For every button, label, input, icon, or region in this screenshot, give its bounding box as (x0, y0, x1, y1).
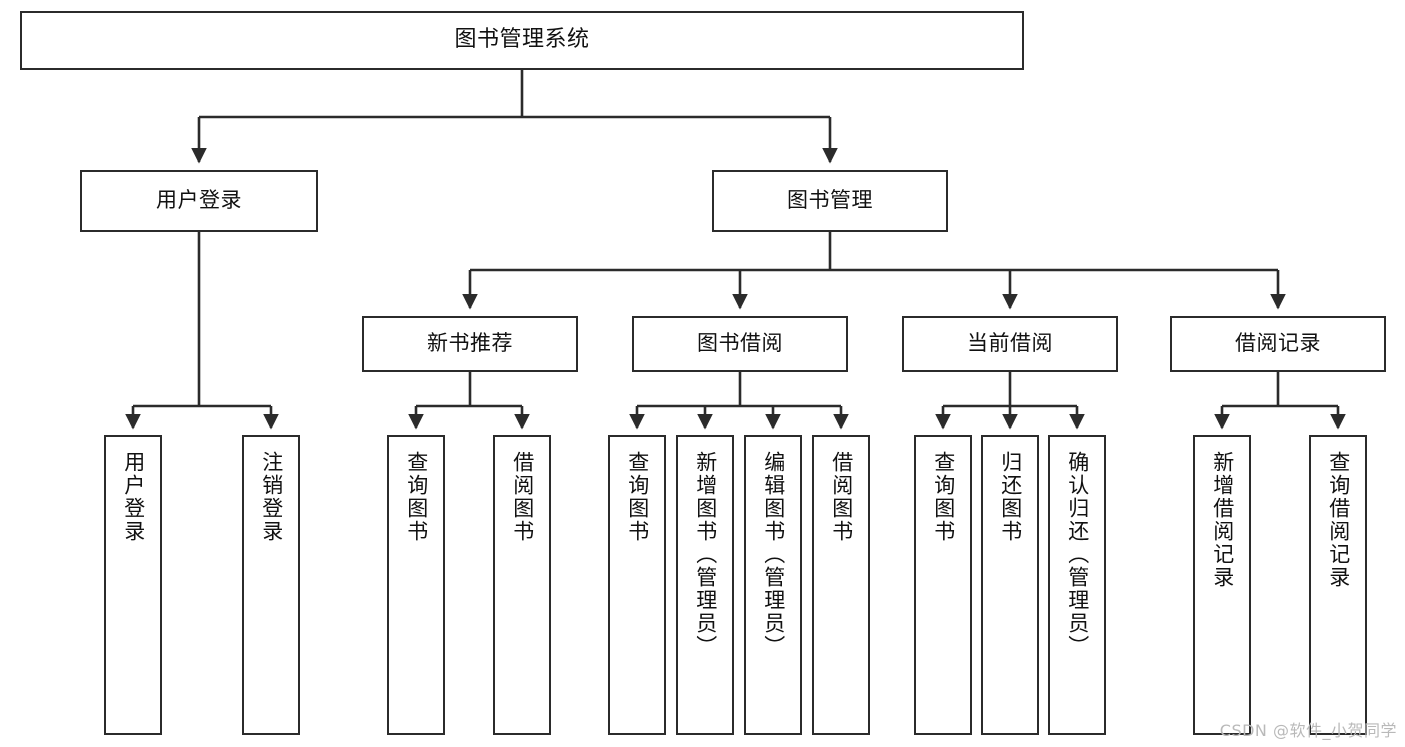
node-label: 当前借阅 (967, 331, 1053, 356)
node-label: 查询图书 (931, 451, 956, 543)
csdn-watermark: CSDN @软件_小贺同学 (1219, 721, 1397, 740)
node-label: 新增图书（管理员） (693, 451, 718, 658)
leaf-add-record[interactable]: 新增借阅记录 (1193, 435, 1251, 735)
node-label: 图书管理 (787, 188, 873, 213)
node-book-borrow[interactable]: 图书借阅 (632, 316, 848, 372)
node-label: 图书管理系统 (454, 27, 590, 53)
node-label: 查询借阅记录 (1326, 451, 1351, 589)
leaf-borrow-book-2[interactable]: 借阅图书 (812, 435, 870, 735)
node-book-manage[interactable]: 图书管理 (712, 170, 948, 232)
node-label: 查询图书 (625, 451, 650, 543)
leaf-return-book[interactable]: 归还图书 (981, 435, 1039, 735)
node-new-book-recommend[interactable]: 新书推荐 (362, 316, 578, 372)
node-label: 图书借阅 (697, 331, 783, 356)
leaf-add-book[interactable]: 新增图书（管理员） (676, 435, 734, 735)
node-root-book-management-system[interactable]: 图书管理系统 (20, 11, 1024, 70)
node-label: 归还图书 (998, 451, 1023, 543)
node-label: 用户登录 (156, 188, 242, 213)
leaf-edit-book[interactable]: 编辑图书（管理员） (744, 435, 802, 735)
leaf-borrow-book-1[interactable]: 借阅图书 (493, 435, 551, 735)
leaf-query-book-1[interactable]: 查询图书 (387, 435, 445, 735)
node-label: 查询图书 (404, 451, 429, 543)
node-label: 用户登录 (121, 451, 146, 543)
node-label: 确认归还（管理员） (1065, 451, 1090, 658)
node-label: 借阅图书 (510, 451, 535, 543)
leaf-query-book-2[interactable]: 查询图书 (608, 435, 666, 735)
leaf-query-book-3[interactable]: 查询图书 (914, 435, 972, 735)
leaf-user-logout[interactable]: 注销登录 (242, 435, 300, 735)
leaf-confirm-return[interactable]: 确认归还（管理员） (1048, 435, 1106, 735)
node-label: 借阅图书 (829, 451, 854, 543)
node-label: 借阅记录 (1235, 331, 1321, 356)
node-current-borrow[interactable]: 当前借阅 (902, 316, 1118, 372)
node-label: 编辑图书（管理员） (761, 451, 786, 658)
node-label: 新书推荐 (427, 331, 513, 356)
leaf-query-record[interactable]: 查询借阅记录 (1309, 435, 1367, 735)
node-label: 注销登录 (259, 451, 284, 543)
leaf-user-login[interactable]: 用户登录 (104, 435, 162, 735)
node-borrow-record[interactable]: 借阅记录 (1170, 316, 1386, 372)
node-user-login[interactable]: 用户登录 (80, 170, 318, 232)
node-label: 新增借阅记录 (1210, 451, 1235, 589)
